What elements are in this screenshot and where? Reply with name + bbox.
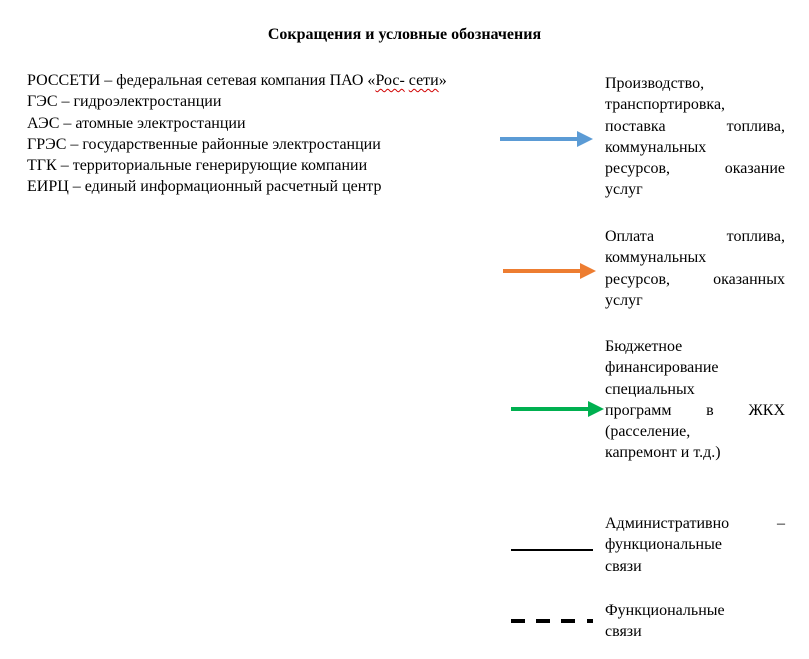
solid-line-icon xyxy=(511,549,593,551)
abbreviation-gres: ГРЭС – государственные районные электрос… xyxy=(27,135,381,153)
legend-functional-text: Функциональные связи xyxy=(605,602,725,641)
legend-payment-text: Оплата топлива, коммунальных ресурсов, о… xyxy=(605,228,785,309)
misspelled-word: Рос- xyxy=(375,72,405,89)
misspelled-word: сети xyxy=(408,72,439,89)
green-arrow-icon xyxy=(511,401,604,417)
abbreviations-list: РОССЕТИ – федеральная сетевая компания П… xyxy=(27,70,505,198)
orange-arrow-icon xyxy=(503,263,596,279)
abbreviation-eirc: ЕИРЦ – единый информационный расчетный ц… xyxy=(27,178,382,196)
legend-budget-text: Бюджетное финансирование специальных про… xyxy=(605,338,785,462)
abbreviation-aes: АЭС – атомные электростанции xyxy=(27,114,246,132)
legend-admin-text: Административно – функциональные связи xyxy=(605,515,785,575)
abbreviation-ges: ГЭС – гидроэлектростанции xyxy=(27,93,222,111)
page-title: Сокращения и условные обозначения xyxy=(267,26,542,43)
legend-supply-text: Производство, транспортировка, поставка … xyxy=(605,75,785,199)
blue-arrow-icon xyxy=(500,131,593,147)
abbreviation-rosseti: РОССЕТИ – федеральная сетевая компания П… xyxy=(27,72,447,89)
abbreviation-tgk: ТГК – территориальные генерирующие компа… xyxy=(27,157,368,175)
